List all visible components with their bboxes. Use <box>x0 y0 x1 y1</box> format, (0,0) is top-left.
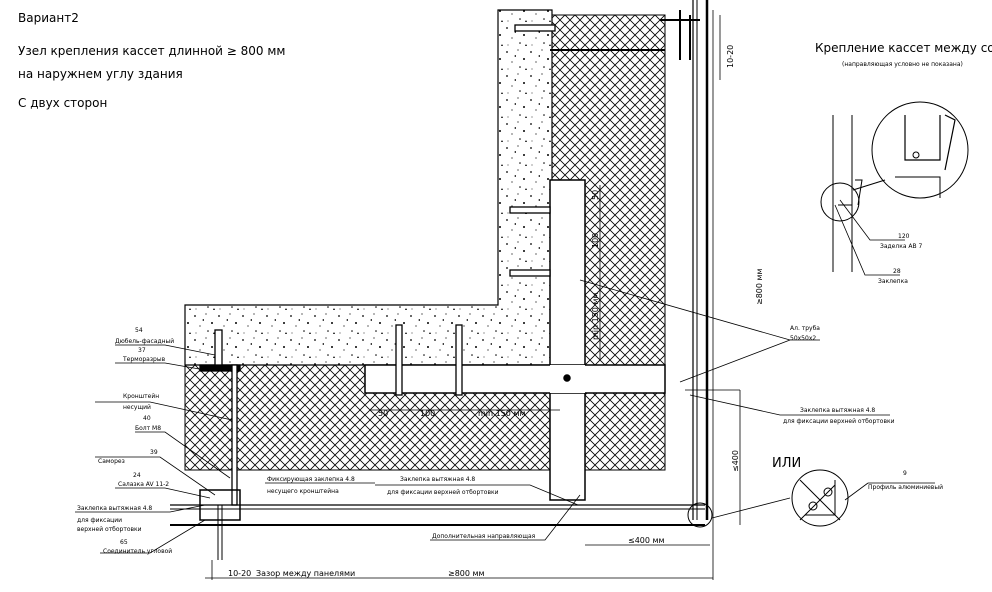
detail-subtitle: (направляющая условно не показана) <box>842 61 963 68</box>
or-label: ИЛИ <box>772 456 801 471</box>
callout-label: Заделка АВ 7 <box>880 243 923 250</box>
callout-num: 28 <box>893 268 901 275</box>
top-bracket <box>550 10 700 60</box>
title-line3: С двух сторон <box>18 96 107 110</box>
callout-label: Кронштейн <box>123 393 159 400</box>
callout-label: 50х50х2 <box>790 335 816 342</box>
callout-label: Болт М8 <box>135 425 161 432</box>
dim-gap-label: Зазор между панелями <box>256 569 355 578</box>
callout-label: Соединитель угловой <box>103 548 172 555</box>
aluminium-pipe <box>364 179 666 501</box>
callout-label: Ал. труба <box>790 325 820 332</box>
callout-num: 40 <box>143 415 151 422</box>
dim-min150: min 150 мм <box>591 292 600 340</box>
dim-50: 50 <box>378 409 388 418</box>
callout-label: Заклепка вытяжная 4.8 <box>77 505 152 512</box>
callout-num: 65 <box>120 539 128 546</box>
callout-num: 24 <box>133 472 141 479</box>
dimension-lines <box>205 10 741 580</box>
detail-profile <box>791 469 849 527</box>
dim-100: 100 <box>420 409 435 418</box>
callout-label: для фиксации <box>77 517 122 524</box>
callout-num: 9 <box>903 470 907 477</box>
callout-label: Профиль алюминиевый <box>868 484 943 491</box>
facade-panels <box>170 0 713 560</box>
callout-label: Заклепка вытяжная 4.8 <box>400 476 475 483</box>
title-line2: на наружнем углу здания <box>18 67 183 81</box>
dim-gap-bottom: 10-20 <box>228 569 251 578</box>
callout-label: Дополнительная направляющая <box>432 533 536 540</box>
leader-lines <box>75 199 935 554</box>
callout-num: 54 <box>135 327 143 334</box>
callout-num: 37 <box>138 347 146 354</box>
callout-label: Терморазрыв <box>122 356 166 363</box>
dim-min150: min 150 мм <box>478 409 526 418</box>
detail-title: Крепление кассет между собой <box>815 41 992 55</box>
variant-label: Вариант2 <box>18 11 79 25</box>
callout-label: верхней отбортовки <box>77 526 142 533</box>
dim-50: 50 <box>591 190 600 200</box>
concrete-wall <box>184 9 553 366</box>
dim-gap-top: 10-20 <box>726 45 735 68</box>
dim-height-400: ≤400 <box>731 450 740 472</box>
callout-label: Заклепка <box>878 278 908 285</box>
callout-num: 120 <box>898 233 910 240</box>
callout-label: Фиксирующая заклепка 4.8 <box>267 476 355 483</box>
callout-num: 39 <box>150 449 158 456</box>
title-line1: Узел крепления кассет длинной ≥ 800 мм <box>18 44 285 58</box>
callout-label: Дюбель-фасадный <box>115 338 174 345</box>
dim-width-800: ≥800 мм <box>448 569 485 578</box>
dim-width-400: ≤400 мм <box>628 536 665 545</box>
callout-label: для фиксации верхней отбортовки <box>783 418 895 425</box>
detail-cassette-joint <box>820 101 969 272</box>
callout-label: Заклепка вытяжная 4.8 <box>800 407 875 414</box>
callout-label: Салазка AV 11-2 <box>118 481 169 488</box>
dim-100: 100 <box>591 233 600 248</box>
dim-height-800: ≥800 мм <box>755 268 764 305</box>
callout-label: несущего кронштейна <box>267 488 339 495</box>
callout-label: Саморез <box>98 458 125 465</box>
callout-label: для фиксации верхней отбортовки <box>387 489 499 496</box>
callout-label: несущий <box>123 404 151 411</box>
